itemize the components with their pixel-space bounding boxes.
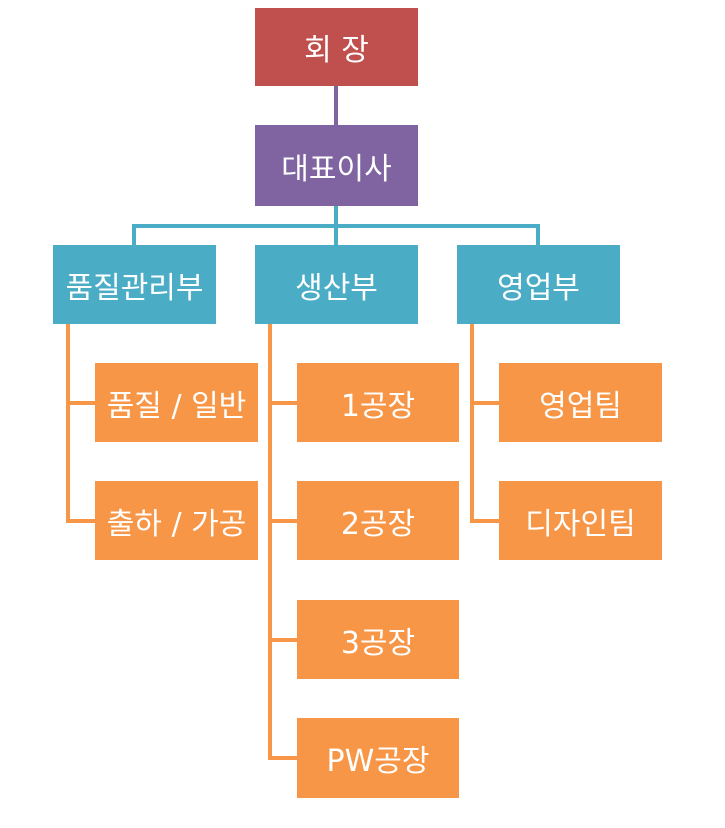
- department-production-label: 생산부: [295, 270, 378, 306]
- connector-production-teams: [268, 324, 297, 760]
- president-label: 대표이사: [281, 151, 392, 187]
- team-factory-2-box: 2공장: [297, 481, 459, 560]
- team-shipping-processing-box: 출하 / 가공: [95, 481, 258, 560]
- team-label: 출하 / 가공: [106, 506, 247, 542]
- team-label: 디자인팀: [525, 506, 636, 542]
- team-factory-3-box: 3공장: [297, 600, 459, 679]
- team-label: 2공장: [340, 506, 416, 542]
- president-box: 대표이사: [255, 125, 418, 206]
- connector-sales-teams: [470, 324, 499, 523]
- connector-quality-teams: [66, 324, 95, 523]
- team-label: 3공장: [340, 625, 416, 661]
- team-factory-pw-box: PW공장: [297, 718, 459, 798]
- team-quality-general-box: 품질 / 일반: [95, 363, 258, 442]
- department-production-box: 생산부: [255, 245, 418, 324]
- team-label: 품질 / 일반: [106, 388, 247, 424]
- team-label: PW공장: [326, 744, 430, 779]
- department-quality-label: 품질관리부: [65, 270, 204, 306]
- team-design-box: 디자인팀: [499, 481, 662, 560]
- department-quality-box: 품질관리부: [53, 245, 216, 324]
- team-factory-1-box: 1공장: [297, 363, 459, 442]
- team-sales-box: 영업팀: [499, 363, 662, 442]
- team-label: 영업팀: [539, 388, 622, 424]
- department-sales-label: 영업부: [497, 270, 580, 306]
- team-label: 1공장: [340, 388, 416, 424]
- chairman-box: 회 장: [255, 8, 418, 86]
- department-sales-box: 영업부: [457, 245, 620, 324]
- chairman-label: 회 장: [304, 33, 369, 68]
